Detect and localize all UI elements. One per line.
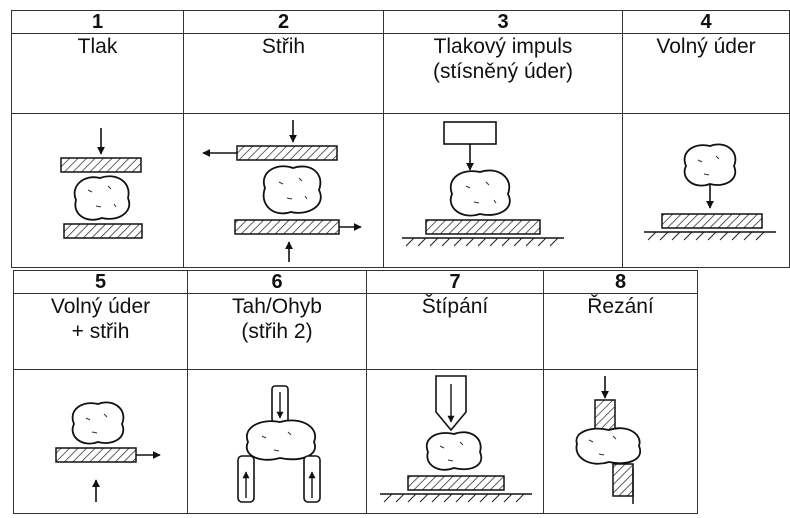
grid-row-2: 5 6 7 8 Volný úder+ střih Tah/Ohyb(střih… xyxy=(13,270,698,514)
label-line: Volný úder xyxy=(656,35,756,58)
cell-number-5: 5 xyxy=(13,270,188,294)
free-impact-shear-icon xyxy=(55,401,161,502)
label-line: Řezání xyxy=(587,295,654,318)
label-line: (stísněný úder) xyxy=(432,60,574,83)
cell-figure-7 xyxy=(366,369,544,514)
compression-icon xyxy=(59,127,143,239)
label-line: Volný úder xyxy=(50,295,151,318)
cutting-icon xyxy=(575,375,641,504)
free-impact-icon xyxy=(644,143,776,240)
cell-label-6: Tah/Ohyb(střih 2) xyxy=(187,293,367,370)
cell-number-4: 4 xyxy=(622,10,790,34)
splitting-icon xyxy=(380,374,532,502)
cell-figure-2 xyxy=(183,113,384,268)
cell-label-4: Volný úder xyxy=(622,33,790,114)
cell-figure-6 xyxy=(187,369,367,514)
label-line: Štípání xyxy=(421,295,489,318)
cell-figure-4 xyxy=(622,113,790,268)
cell-number-2: 2 xyxy=(183,10,384,34)
cell-figure-5 xyxy=(13,369,188,514)
grid-row-1: 1 2 3 4 Tlak Střih Tlakový impuls(stísně… xyxy=(11,10,790,268)
cell-label-5: Volný úder+ střih xyxy=(13,293,188,370)
cell-number-8: 8 xyxy=(543,270,698,294)
cell-figure-1 xyxy=(11,113,184,268)
label-line: (střih 2) xyxy=(241,320,313,343)
cell-figure-8 xyxy=(543,369,698,514)
cell-figure-3 xyxy=(383,113,623,268)
shear-icon xyxy=(201,119,362,262)
cell-number-3: 3 xyxy=(383,10,623,34)
label-line: Tlakový impuls xyxy=(433,35,573,58)
label-line: Tah/Ohyb xyxy=(232,295,322,318)
pressure-impulse-icon xyxy=(402,120,564,246)
cell-label-8: Řezání xyxy=(543,293,698,370)
cell-number-7: 7 xyxy=(366,270,544,294)
cell-number-6: 6 xyxy=(187,270,367,294)
tension-bending-icon xyxy=(237,384,321,503)
cell-label-7: Štípání xyxy=(366,293,544,370)
label-line: Tlak xyxy=(77,35,118,58)
cell-label-2: Střih xyxy=(183,33,384,114)
label-line: Střih xyxy=(261,35,306,58)
cell-label-3: Tlakový impuls(stísněný úder) xyxy=(383,33,623,114)
label-line: + střih xyxy=(71,320,130,343)
cell-label-1: Tlak xyxy=(11,33,184,114)
cell-number-1: 1 xyxy=(11,10,184,34)
